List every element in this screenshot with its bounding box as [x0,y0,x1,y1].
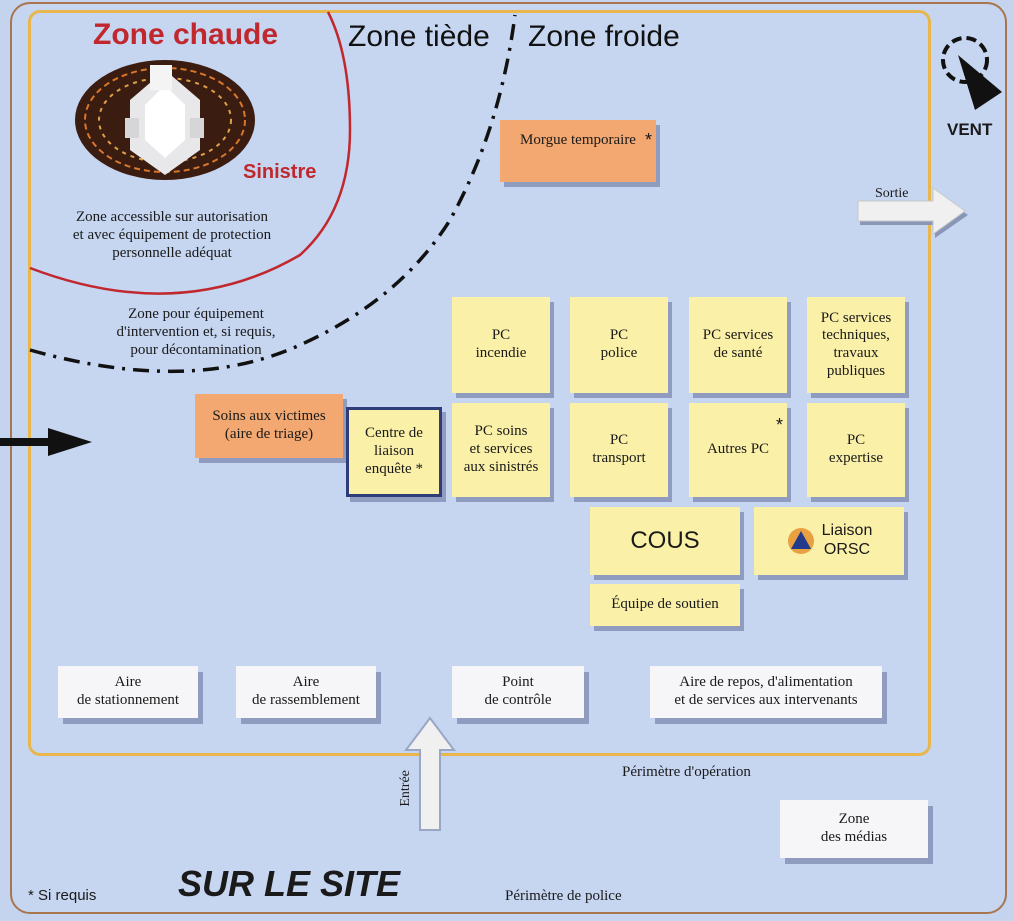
liaison-orsc-label: Liaison ORSC [821,522,873,558]
centre-liaison-box: Centre de liaison enquête * [346,407,442,497]
aire-rassemblement-box: Aire de rassemblement [236,666,376,718]
warm-zone-boundary [29,14,517,374]
entry-label: Entrée [397,770,413,807]
perimeter-police-label: Périmètre de police [505,888,622,904]
autres-pc-label: Autres PC [706,441,770,458]
entry-arrow-icon [404,716,456,831]
hot-zone-description: Zone accessible sur autorisation et avec… [72,209,272,261]
wind-label: VENT [947,120,993,139]
wind-compass-icon [941,36,1002,110]
footnote: * Si requis [28,887,97,904]
point-controle-box: Point de contrôle [452,666,584,718]
pc-sante-box: PC services de santé [689,297,787,393]
pc-soins-box: PC soins et services aux sinistrés [452,403,550,497]
perimeter-operation-label: Périmètre d'opération [622,764,751,780]
operation-perimeter [28,10,931,756]
cous-box: COUS [590,507,740,575]
cold-zone-title: Zone froide [528,20,680,53]
equipe-soutien-box: Équipe de soutien [590,584,740,626]
page-title: SUR LE SITE [178,863,401,904]
pc-incendie-box: PC incendie [452,297,550,393]
morgue-label: Morgue temporaire [520,132,636,149]
pc-police-box: PC police [570,297,668,393]
aire-stationnement-box: Aire de stationnement [58,666,198,718]
morgue-star: * [644,130,652,150]
zone-medias-box: Zone des médias [780,800,928,858]
morgue-box: Morgue temporaire * [500,120,656,182]
autres-pc-star: * [775,415,783,435]
exit-arrow-icon [857,187,968,238]
sinistre-label: Sinistre [243,161,317,183]
pc-expertise-box: PC expertise [807,403,905,497]
orsc-logo-icon [787,528,814,554]
aire-repos-box: Aire de repos, d'alimentation et de serv… [650,666,882,718]
pc-transport-box: PC transport [570,403,668,497]
incident-graphic [75,60,255,180]
access-arrow-icon [0,428,92,456]
liaison-orsc-box: Liaison ORSC [754,507,904,575]
hot-zone-title: Zone chaude [93,18,279,51]
pc-techniques-box: PC services techniques, travaux publique… [807,297,905,393]
warm-zone-description: Zone pour équipement d'intervention et, … [116,306,276,358]
hot-zone-boundary [29,11,352,295]
exit-label: Sortie [875,186,909,201]
warm-zone-title: Zone tiède [348,20,490,53]
autres-pc-box: Autres PC * [689,403,787,497]
soins-victimes-box: Soins aux victimes (aire de triage) [195,394,343,458]
